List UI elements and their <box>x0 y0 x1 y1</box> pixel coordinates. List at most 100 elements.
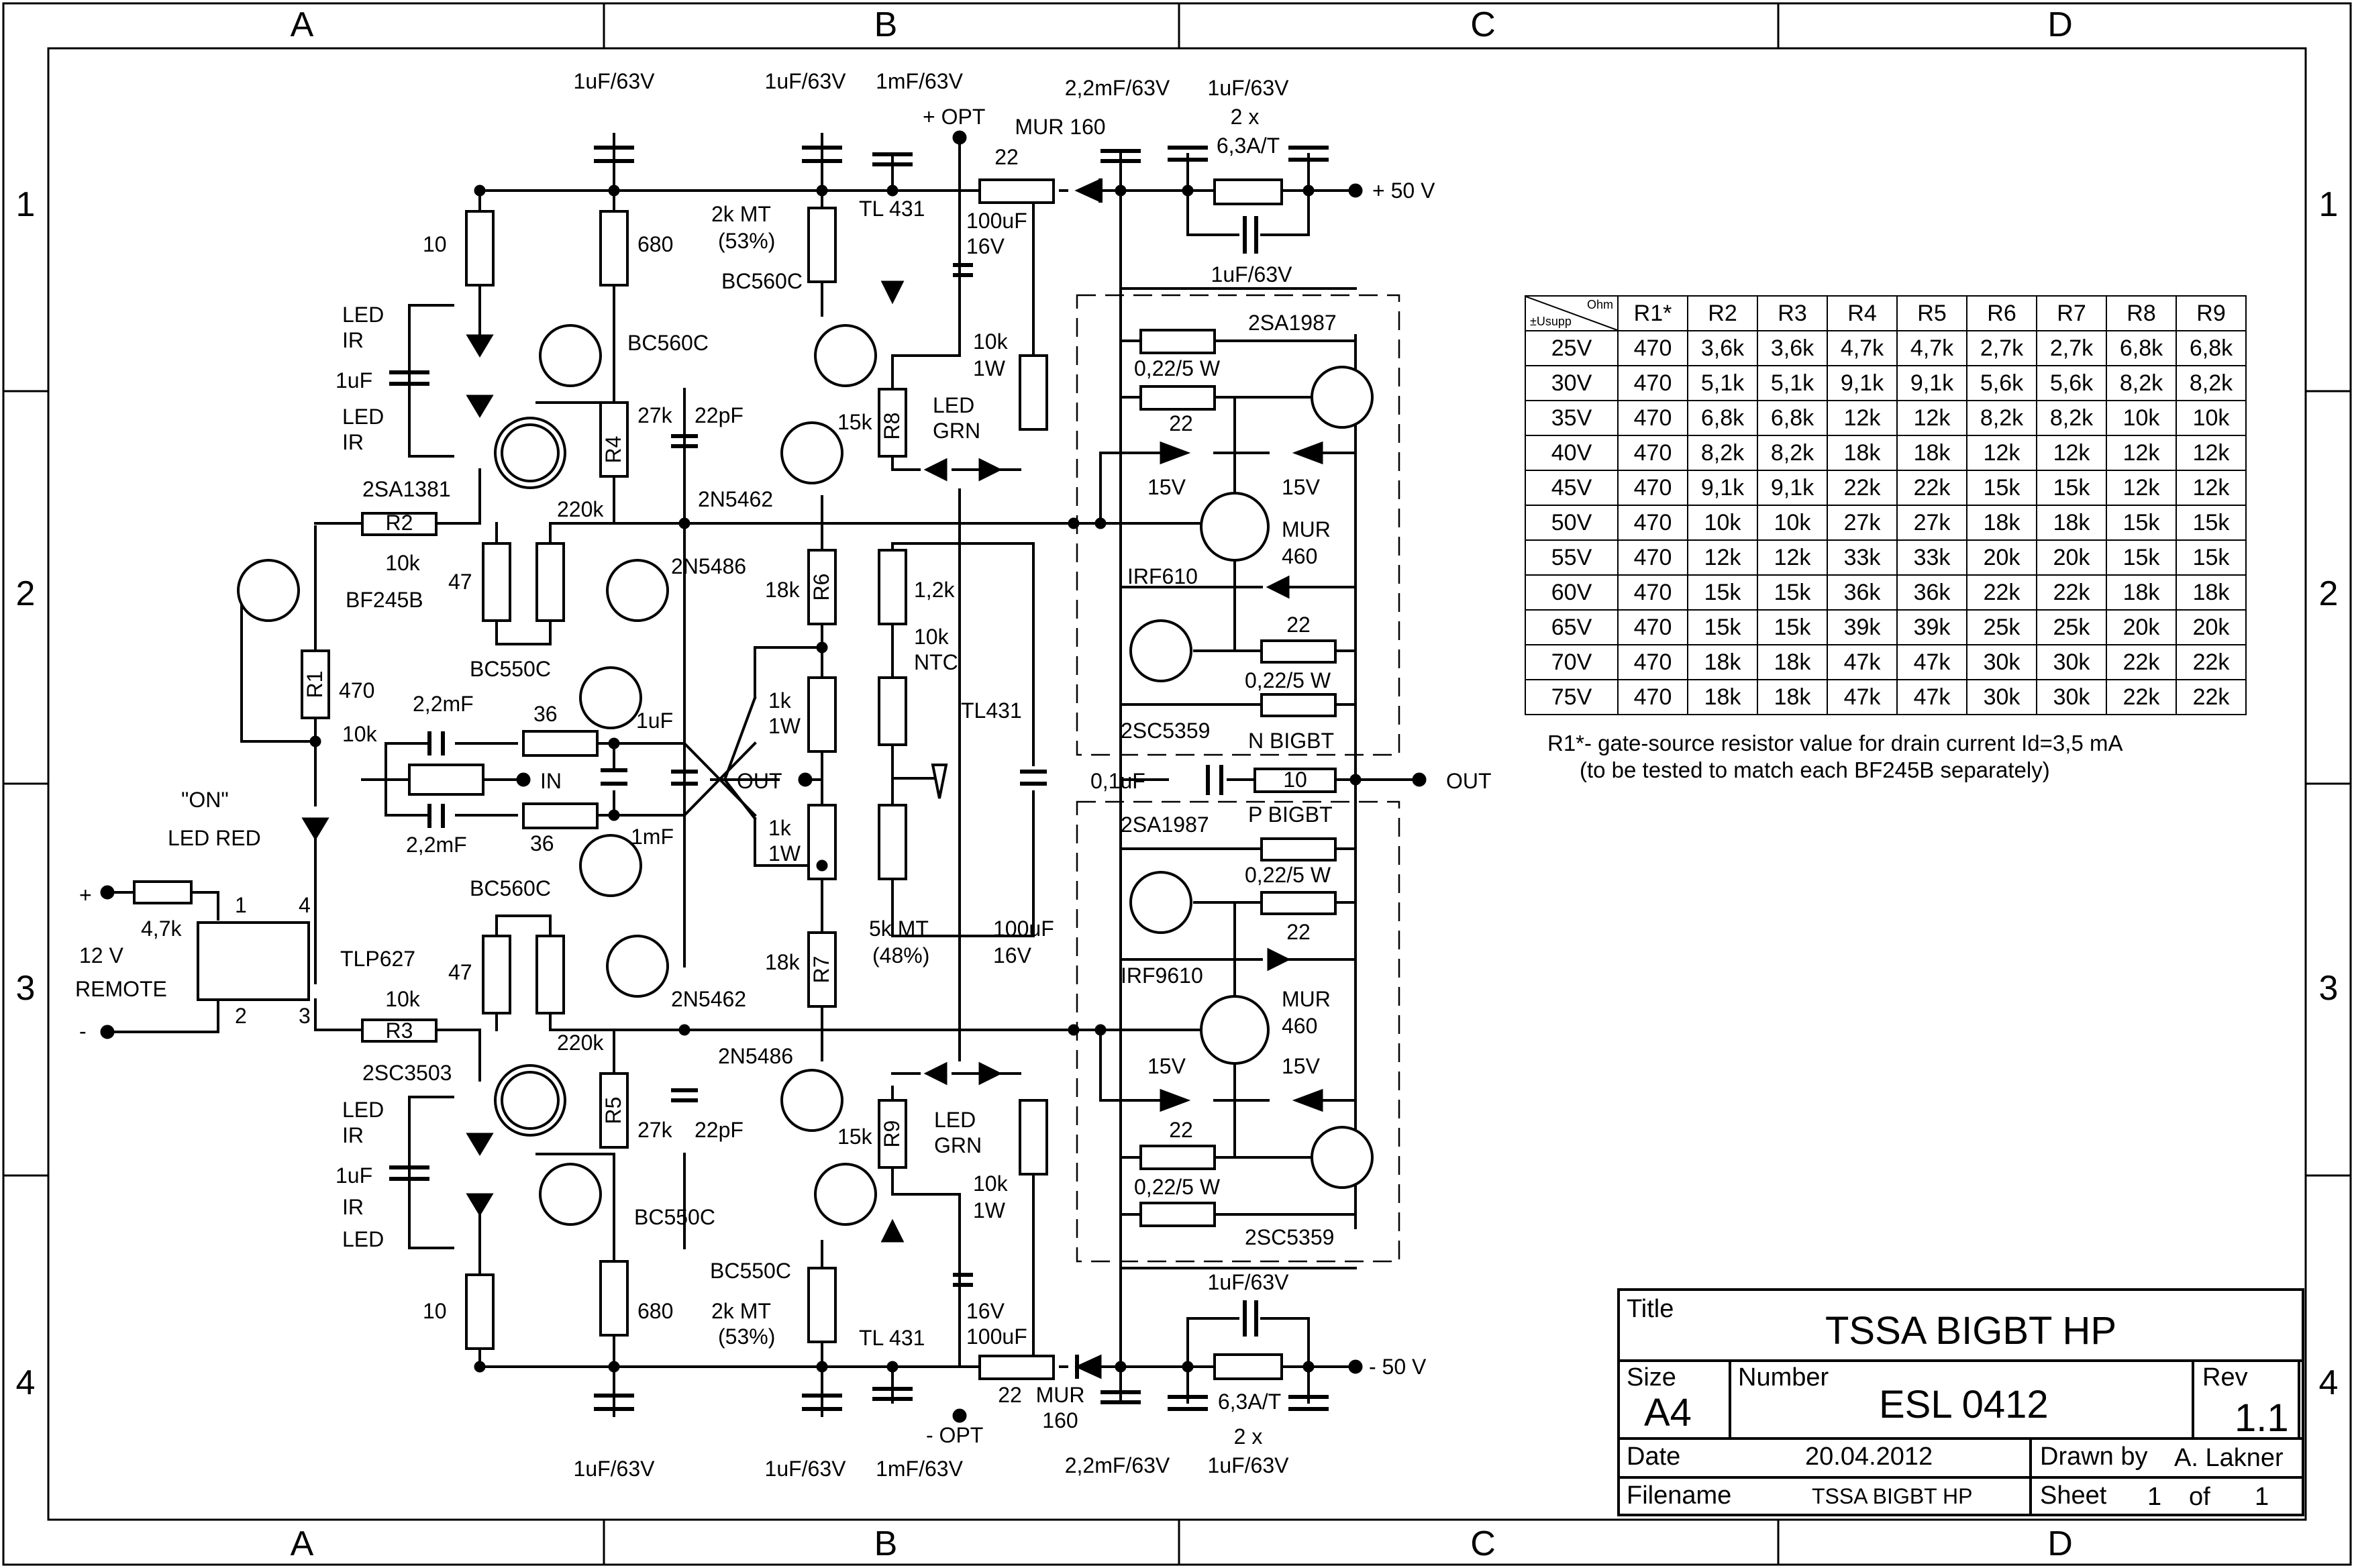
label-c-bot-3: 1mF/63V <box>876 1457 963 1481</box>
table-cell: 18k <box>1757 679 1828 715</box>
label-out-mid: OUT <box>737 769 782 793</box>
table-cell: 22k <box>1966 574 2037 611</box>
label-tl431-top: TL 431 <box>859 197 925 221</box>
label-led-ir-1b: IR <box>342 328 364 352</box>
label-mur460-top-b: 460 <box>1282 544 1317 568</box>
r1-note-line-1: R1*- gate-source resistor value for drai… <box>1547 731 2123 755</box>
resistor-10-out <box>1253 768 1337 793</box>
label-bc560c-2: BC560C <box>627 331 709 355</box>
table-cell: 18k <box>1687 679 1758 715</box>
zone-col-c-bottom: C <box>1470 1524 1496 1563</box>
wiring <box>113 133 1421 1417</box>
transistors <box>197 324 1374 1226</box>
table-cell: 20k <box>2036 539 2107 576</box>
label-irf610: IRF610 <box>1127 564 1198 588</box>
label-pin2: 2 <box>235 1004 247 1028</box>
label-c-bot-top-1u: 1uF/63V <box>1208 1270 1290 1294</box>
resistor-r6 <box>807 549 837 625</box>
title-block: Title TSSA BIGBT HP Size A4 Number ESL 0… <box>1617 1288 2304 1565</box>
zone-col-b-bottom: B <box>874 1524 898 1563</box>
label-z15v-b: 15V <box>1282 475 1321 499</box>
zone-row-1-left: 1 <box>16 185 36 224</box>
label-opt-pos: + OPT <box>923 105 985 129</box>
label-c-top-6: 1uF/63V <box>1211 262 1293 286</box>
label-pot-bot-pct: (53%) <box>718 1324 775 1349</box>
label-c22p-bot: 22pF <box>695 1118 744 1142</box>
label-r7: R7 <box>809 956 833 984</box>
size-label: Size <box>1627 1363 1676 1392</box>
label-r6: R6 <box>809 574 833 601</box>
capacitors <box>389 146 1329 1411</box>
label-r15k-bot: 15k <box>837 1125 873 1149</box>
table-cell: 12k <box>2036 435 2107 471</box>
filename-label: Filename <box>1627 1481 1732 1510</box>
resistor-r5 <box>599 1072 629 1149</box>
table-cell: 5,1k <box>1687 365 1758 401</box>
label-fuse-bot: 6,3A/T <box>1218 1390 1281 1414</box>
label-r22-bot: 22 <box>998 1383 1022 1407</box>
resistor-r7 <box>807 931 837 1008</box>
label-c100u-mid: 100uF <box>993 917 1054 941</box>
table-cell: 27k <box>1896 505 1967 541</box>
zone-dividers <box>3 3 2351 1565</box>
table-cell: 12k <box>2176 435 2247 471</box>
table-cell: 470 <box>1617 574 1688 611</box>
zone-row-3-right: 3 <box>2319 969 2339 1008</box>
resistor-r3 <box>361 1018 438 1043</box>
table-cell: 18k <box>1827 435 1898 471</box>
label-r1k-top-w: 1W <box>768 714 801 738</box>
resistor-22-top <box>978 178 1055 204</box>
table-cell: 2,7k <box>1966 330 2037 366</box>
label-z15v-c: 15V <box>1147 1054 1186 1078</box>
label-r22-n2: 22 <box>1286 613 1311 637</box>
label-r2: R2 <box>386 511 413 535</box>
resistor-680-bottom <box>599 1260 629 1337</box>
table-cell: 470 <box>1617 365 1688 401</box>
resistor-r1 <box>301 649 330 719</box>
table-cell: 18k <box>2176 574 2247 611</box>
label-r22-n1: 22 <box>1169 411 1193 435</box>
table-cell: 6,8k <box>2176 330 2247 366</box>
table-header-cell: R9 <box>2176 295 2247 331</box>
resistor-22-bottom <box>978 1355 1055 1380</box>
label-pin4: 4 <box>299 893 311 917</box>
label-022-top-a: 0,22/5 W <box>1134 356 1221 380</box>
table-cell: 22k <box>2036 574 2107 611</box>
label-bf245b: BF245B <box>346 588 423 612</box>
resistor-22-n1 <box>1139 385 1216 411</box>
label-two-x-top: 2 x <box>1231 105 1260 129</box>
table-supply-cell: 65V <box>1525 609 1619 645</box>
resistor-680-top <box>599 210 629 286</box>
label-r4: R4 <box>601 436 625 464</box>
label-remote-12v: 12 V <box>79 943 123 968</box>
date-label: Date <box>1627 1443 1681 1471</box>
resistor-47-bottom <box>482 935 511 1014</box>
table-cell: 36k <box>1827 574 1898 611</box>
zone-row-2-right: 2 <box>2319 574 2339 613</box>
label-r5: R5 <box>601 1097 625 1125</box>
zone-row-2-left: 2 <box>16 574 36 613</box>
ntc-10k <box>878 676 907 746</box>
label-r1: R1 <box>303 671 327 698</box>
resistor-1k-top <box>807 676 837 753</box>
table-header-row: Ohm ±Usupp R1* R2 R3 R4 R5 R6 R7 R8 R9 <box>1525 295 2247 331</box>
label-r9: R9 <box>880 1120 904 1148</box>
label-c100u-mid-v: 16V <box>993 943 1032 968</box>
trim-pot-2k-bottom <box>807 1267 837 1343</box>
table-cell: 39k <box>1896 609 1967 645</box>
zone-col-b-top: B <box>874 5 898 44</box>
corner-bottom-text: ±Usupp <box>1530 315 1572 328</box>
table-cell: 470 <box>1617 505 1688 541</box>
table-cell: 10k <box>1757 505 1828 541</box>
label-pot-bot: 2k MT <box>711 1299 771 1323</box>
table-cell: 470 <box>1617 400 1688 436</box>
date-value: 20.04.2012 <box>1805 1443 1933 1471</box>
label-r470: 470 <box>339 678 374 702</box>
table-supply-cell: 40V <box>1525 435 1619 471</box>
table-cell: 8,2k <box>2036 400 2107 436</box>
